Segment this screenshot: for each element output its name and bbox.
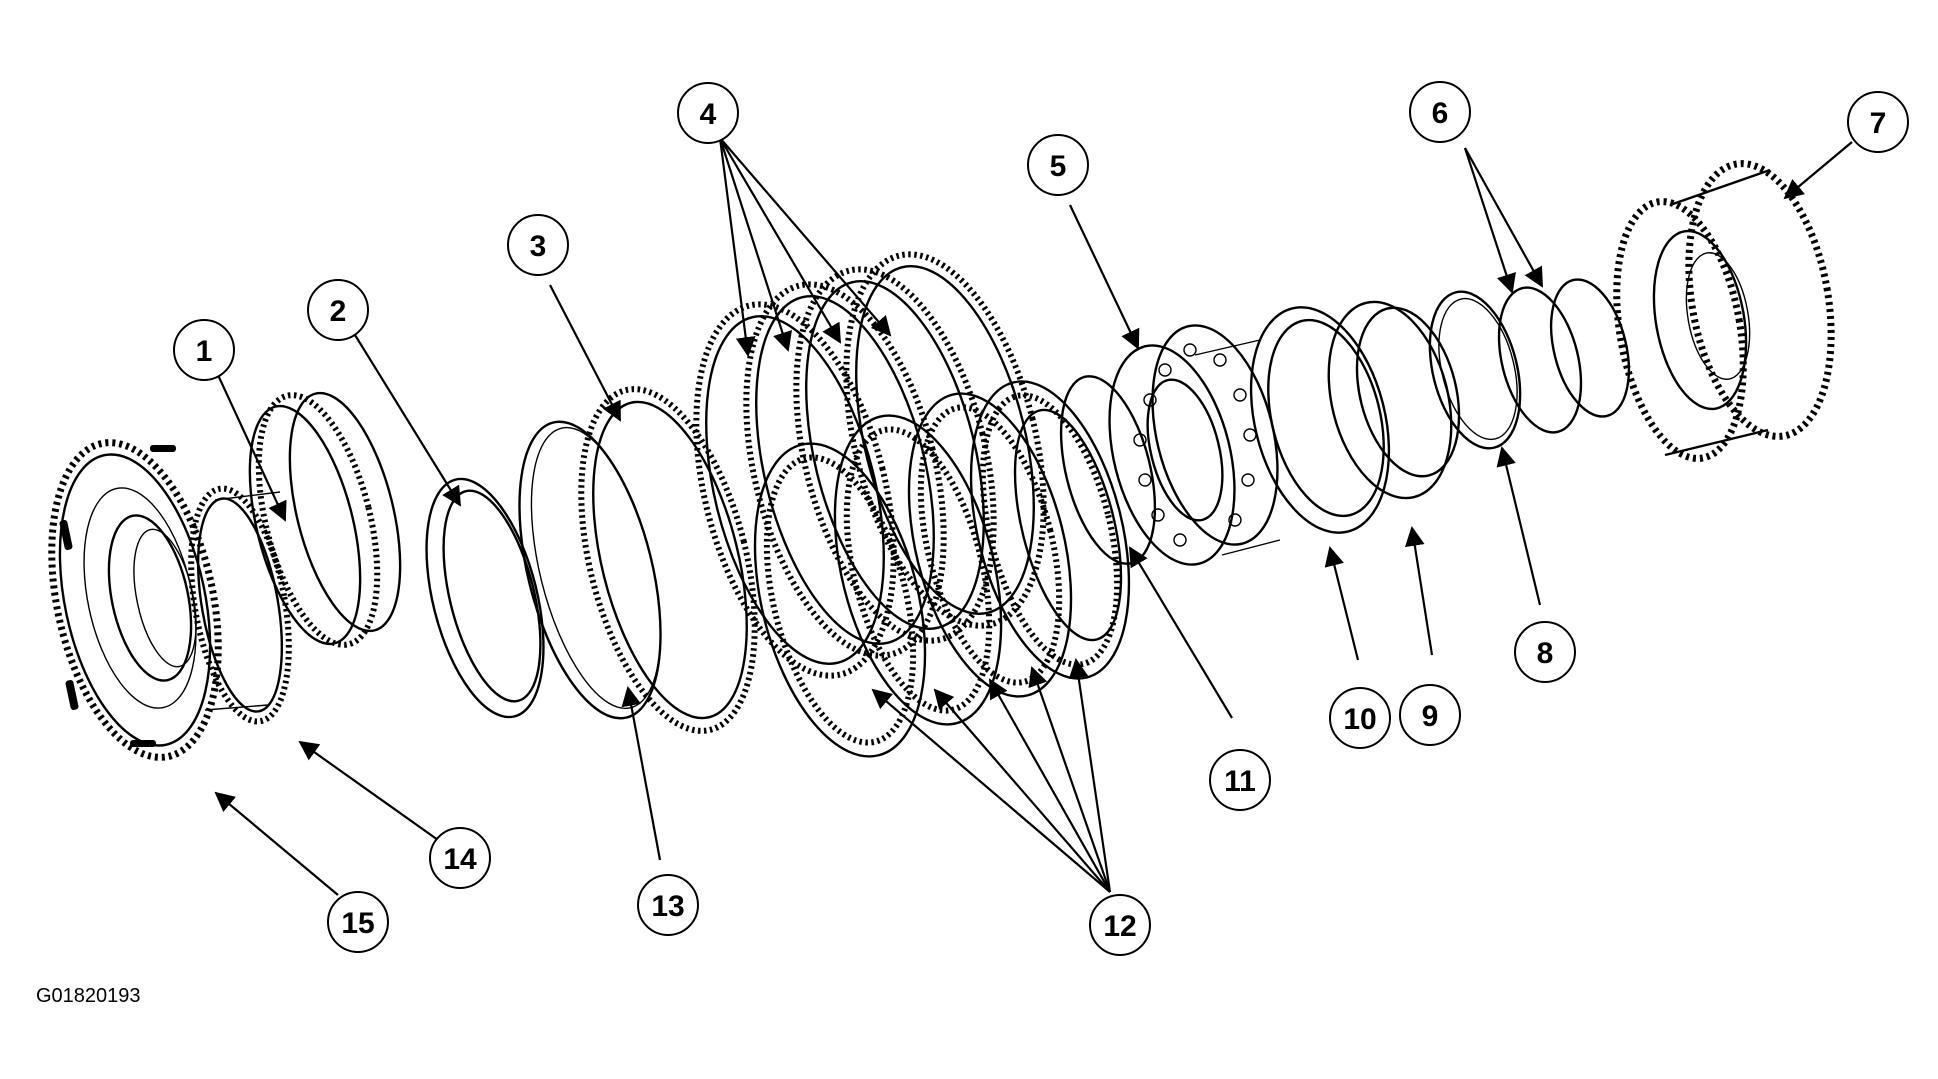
callout-11-label: 11 xyxy=(1224,765,1256,798)
part-3-toothed-plate xyxy=(578,386,758,734)
callout-4: 4 xyxy=(677,82,739,144)
part-15-drum xyxy=(48,439,222,761)
callout-2-label: 2 xyxy=(330,295,347,328)
callout-1: 1 xyxy=(173,319,235,381)
callout-14-label: 14 xyxy=(443,843,477,876)
callout-5-label: 5 xyxy=(1050,150,1067,183)
callout-3: 3 xyxy=(507,214,569,276)
callout-13-label: 13 xyxy=(651,890,684,923)
callout-10-label: 10 xyxy=(1343,703,1376,736)
callout-14: 14 xyxy=(429,827,491,889)
callout-8-label: 8 xyxy=(1537,637,1554,670)
callout-5: 5 xyxy=(1027,134,1089,196)
part-5-roller-clutch xyxy=(1108,324,1281,566)
callout-8: 8 xyxy=(1514,621,1576,683)
callout-12: 12 xyxy=(1089,894,1151,956)
callout-9: 9 xyxy=(1399,684,1461,746)
leader-lines xyxy=(214,137,1853,896)
callout-2: 2 xyxy=(307,279,369,341)
callout-7-label: 7 xyxy=(1870,107,1887,140)
callout-7: 7 xyxy=(1847,91,1909,153)
part-7-drum-hub xyxy=(1613,160,1835,462)
part-14-splined-sleeve xyxy=(188,485,292,725)
part-10-ring xyxy=(1249,306,1391,534)
part-6-snap-rings xyxy=(1497,278,1631,434)
part-1-outer-ring xyxy=(248,391,402,648)
callout-12-label: 12 xyxy=(1103,910,1136,943)
part-2-ring xyxy=(425,477,545,719)
callout-15-label: 15 xyxy=(341,907,374,940)
part-4-steel-plates xyxy=(693,251,1047,679)
callout-4-label: 4 xyxy=(700,98,717,131)
part-8-ring xyxy=(1428,290,1522,450)
figure-id: G01820193 xyxy=(36,985,141,1007)
callout-10: 10 xyxy=(1329,687,1391,749)
callout-6-label: 6 xyxy=(1432,97,1449,130)
callout-9-label: 9 xyxy=(1422,700,1439,733)
part-9-race xyxy=(1327,300,1461,500)
callout-3-label: 3 xyxy=(530,230,547,263)
callout-6: 6 xyxy=(1409,81,1471,143)
callout-13: 13 xyxy=(637,874,699,936)
callout-1-label: 1 xyxy=(196,335,213,368)
callout-11: 11 xyxy=(1209,749,1271,811)
callout-15: 15 xyxy=(327,891,389,953)
